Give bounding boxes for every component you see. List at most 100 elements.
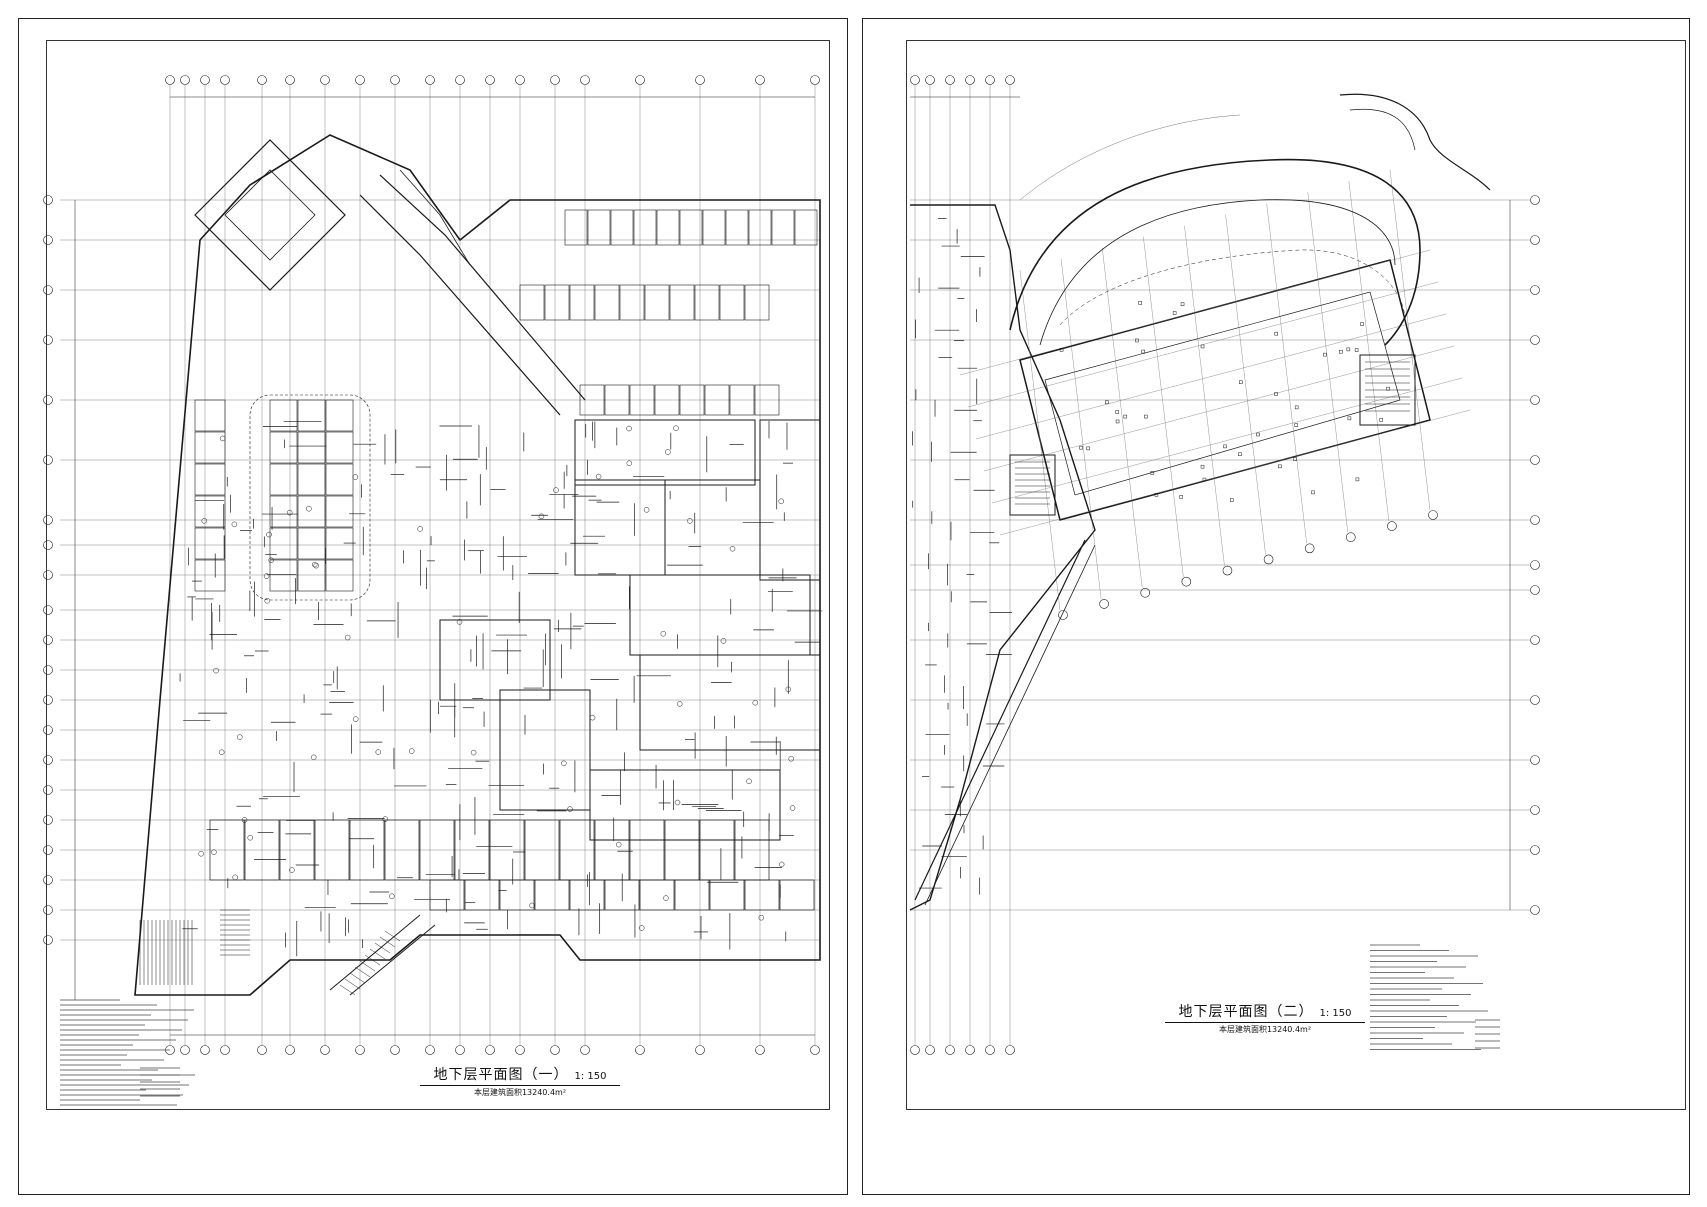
parking-stall xyxy=(629,384,655,416)
grid-bubble xyxy=(810,75,820,85)
grid-bubble xyxy=(455,75,465,85)
column-mark xyxy=(1347,416,1352,421)
core xyxy=(1359,354,1416,426)
column-mark xyxy=(643,507,650,513)
room xyxy=(639,879,675,911)
column-mark xyxy=(1105,400,1109,405)
ramp-hatch xyxy=(369,948,386,960)
parking-stall xyxy=(269,527,298,560)
room xyxy=(639,654,821,751)
ramp-hatch xyxy=(384,930,401,942)
parking-stall xyxy=(754,384,780,416)
room xyxy=(759,419,821,581)
column-mark xyxy=(1386,386,1390,391)
grid-bubble xyxy=(43,285,53,295)
parking-stall xyxy=(325,431,354,464)
plan-scale: 1: 150 xyxy=(1319,1008,1352,1019)
column-mark xyxy=(1200,464,1205,469)
ramp-edge xyxy=(379,174,586,401)
column-mark xyxy=(665,449,671,455)
parking-stall xyxy=(669,284,695,321)
column-mark xyxy=(1293,457,1297,461)
grid-bubble xyxy=(580,75,590,85)
rotated-grid-line xyxy=(1389,169,1431,511)
column-mark xyxy=(311,561,318,568)
column-mark xyxy=(615,841,622,848)
grid-bubble xyxy=(1530,455,1540,465)
grid-bubble xyxy=(220,75,230,85)
column-mark xyxy=(1200,344,1205,349)
ramp-edge xyxy=(359,194,561,416)
parking-stall xyxy=(269,559,298,592)
parking-stall xyxy=(679,384,705,416)
grid-bubble xyxy=(180,75,190,85)
grid-bubble xyxy=(1005,75,1015,85)
rotated-grid-line xyxy=(959,249,1431,376)
room xyxy=(664,479,761,576)
column-mark xyxy=(1141,349,1145,354)
building-outline xyxy=(134,134,821,996)
grid-bubble xyxy=(985,1045,995,1055)
grid-bubble xyxy=(1428,510,1438,520)
column-mark xyxy=(1086,446,1090,451)
column-mark xyxy=(375,749,382,755)
grid-bubble xyxy=(550,75,560,85)
grid-bubble xyxy=(200,1045,210,1055)
column-mark xyxy=(758,914,765,921)
column-mark xyxy=(553,487,559,493)
room xyxy=(574,479,666,576)
rotated-grid-line xyxy=(1307,192,1348,533)
grid-bubble xyxy=(165,75,175,85)
grid-bubble xyxy=(43,875,53,885)
column-mark xyxy=(1311,490,1315,495)
column-mark xyxy=(1202,477,1207,482)
grid-bubble xyxy=(1263,554,1274,565)
parking-stall xyxy=(794,209,818,246)
parking-stall xyxy=(325,399,354,432)
column-mark xyxy=(352,716,359,722)
grid-bubble xyxy=(43,570,53,580)
column-mark xyxy=(201,518,208,524)
column-mark xyxy=(211,849,217,855)
room xyxy=(244,819,280,881)
grid-bubble xyxy=(635,75,645,85)
room xyxy=(499,689,591,811)
road-centerline xyxy=(1059,249,1406,326)
grid-bubble xyxy=(1181,576,1192,587)
parking-stall xyxy=(194,431,226,464)
ramp-stair xyxy=(399,169,471,266)
grid-bubble xyxy=(43,395,53,405)
plan-scale: 1: 150 xyxy=(574,1071,607,1082)
grid-bubble xyxy=(180,1045,190,1055)
grid-bubble xyxy=(43,515,53,525)
grid-bubble xyxy=(755,1045,765,1055)
grid-bubble xyxy=(1530,695,1540,705)
grid-bubble xyxy=(43,815,53,825)
parking-stall xyxy=(644,284,670,321)
grid-bubble xyxy=(43,540,53,550)
column-mark xyxy=(1256,432,1260,437)
parking-stall xyxy=(633,209,657,246)
room xyxy=(674,879,710,911)
column-mark xyxy=(1179,495,1183,499)
rotated-core xyxy=(194,139,346,291)
column-mark xyxy=(232,874,238,881)
grid-bubble xyxy=(1530,805,1540,815)
column-mark xyxy=(268,557,274,564)
parking-stall xyxy=(704,384,730,416)
parking-stall xyxy=(297,559,326,592)
grid-bubble xyxy=(320,75,330,85)
column-mark xyxy=(1274,392,1278,396)
grid-bubble xyxy=(1530,285,1540,295)
ramp-hatch xyxy=(349,972,366,984)
site-boundary xyxy=(1349,108,1416,151)
grid-bubble xyxy=(1530,235,1540,245)
parking-stall xyxy=(194,559,226,592)
column-mark xyxy=(310,754,317,761)
grid-bubble xyxy=(43,695,53,705)
grid-bubble xyxy=(43,605,53,615)
ramp-hatch xyxy=(364,954,381,966)
grid-bubble xyxy=(1140,587,1151,598)
column-mark xyxy=(638,925,645,931)
